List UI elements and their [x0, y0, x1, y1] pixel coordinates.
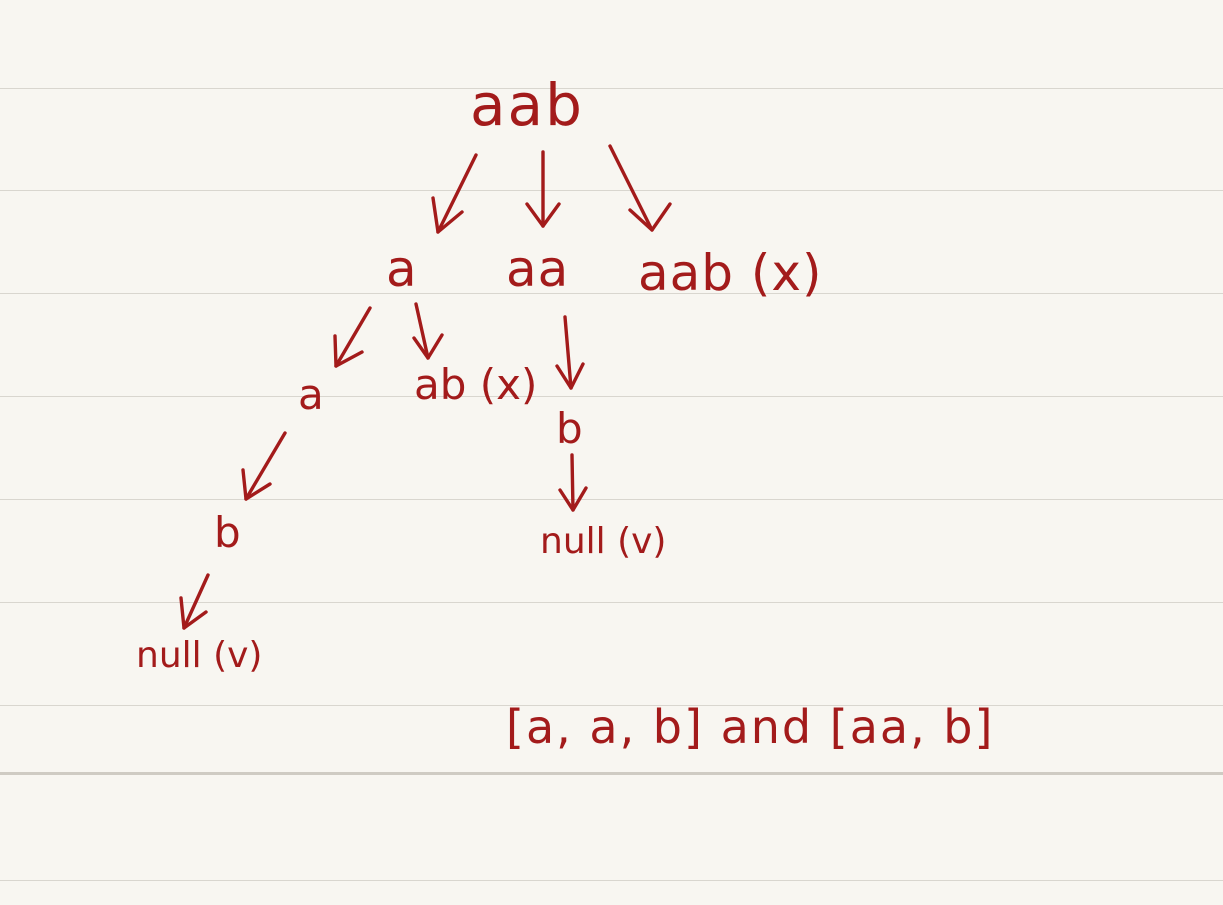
node-a-level2: a	[298, 370, 324, 419]
edge-a-to-ab-x	[412, 302, 444, 360]
node-null-v-left: null (v)	[136, 635, 263, 676]
edge-b-to-null	[558, 453, 588, 512]
edge-a-to-a	[333, 306, 372, 368]
root-node-aab: aab	[470, 71, 584, 139]
result-partitions: [a, a, b] and [aa, b]	[506, 700, 995, 754]
ruled-line	[0, 88, 1223, 89]
node-ab-x: ab (x)	[414, 360, 538, 409]
ruled-line	[0, 190, 1223, 191]
ruled-line	[0, 499, 1223, 500]
ruled-line-divider	[0, 772, 1223, 775]
edge-b-to-null-left	[179, 573, 210, 630]
ruled-line	[0, 705, 1223, 706]
node-b-under-aa: b	[556, 404, 583, 453]
edge-aab-to-a	[431, 153, 478, 234]
edge-aab-to-aab-x	[608, 144, 672, 232]
node-a: a	[386, 240, 418, 298]
edge-aa-to-b	[555, 315, 585, 390]
ruled-line	[0, 602, 1223, 603]
node-aa: aa	[506, 240, 570, 298]
ruled-line	[0, 396, 1223, 397]
node-b-level3: b	[214, 508, 241, 557]
node-null-v-right: null (v)	[540, 521, 667, 562]
node-aab-x: aab (x)	[638, 244, 823, 302]
edge-aab-to-aa	[525, 150, 561, 228]
ruled-line	[0, 293, 1223, 294]
ruled-line	[0, 880, 1223, 881]
edge-a-to-b	[241, 431, 287, 501]
